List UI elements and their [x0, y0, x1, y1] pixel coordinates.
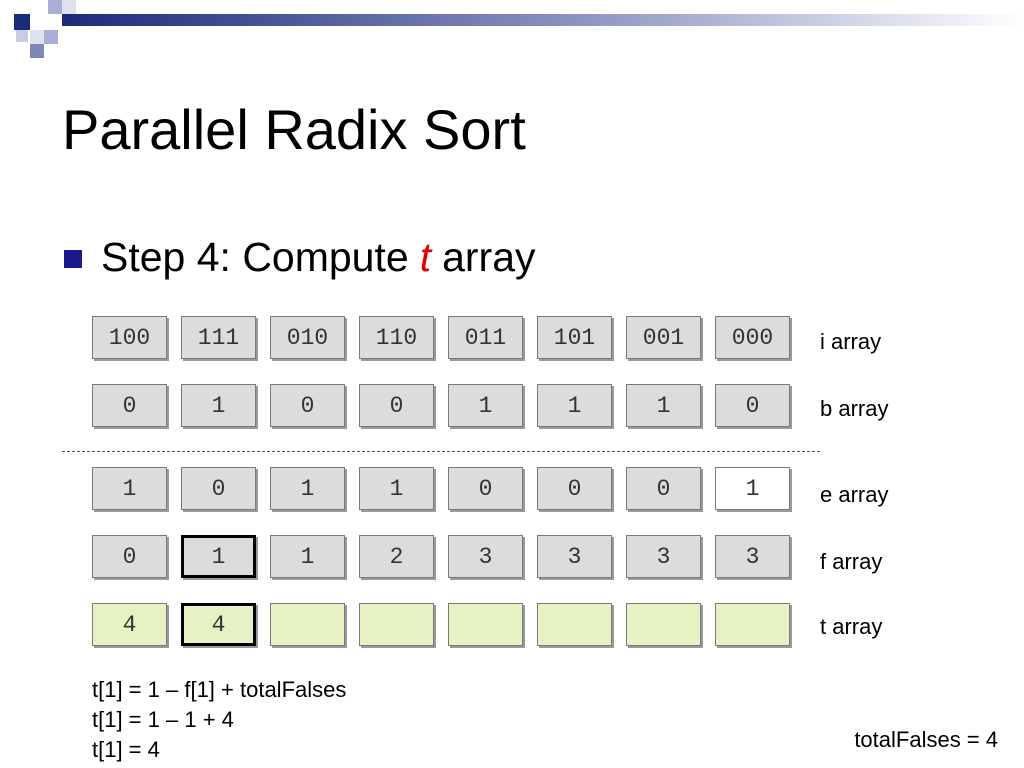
- array-cell: 011: [448, 316, 523, 359]
- array-cell: [715, 603, 790, 646]
- array-cell: 0: [359, 384, 434, 427]
- array-cell: 2: [359, 535, 434, 578]
- array-cell: 1: [270, 467, 345, 510]
- array-cell: 0: [270, 384, 345, 427]
- array-cell: 0: [448, 467, 523, 510]
- f-array-label: f array: [820, 549, 883, 574]
- array-cell: 010: [270, 316, 345, 359]
- array-cell: 1: [270, 535, 345, 578]
- bullet-variable: t: [419, 233, 432, 280]
- array-cell: 0: [92, 535, 167, 578]
- array-cell: 111: [181, 316, 256, 359]
- array-cell: 101: [537, 316, 612, 359]
- array-cell: 3: [537, 535, 612, 578]
- array-cell: 0: [715, 384, 790, 427]
- array-cell: 1: [181, 384, 256, 427]
- array-cell: 0: [181, 467, 256, 510]
- array-cell: 110: [359, 316, 434, 359]
- highlighted-array-cell: 1: [181, 535, 256, 578]
- array-cell: 1: [537, 384, 612, 427]
- array-cell: 1: [715, 467, 790, 510]
- array-cell: 1: [359, 467, 434, 510]
- array-cell: [626, 603, 701, 646]
- array-cell: 0: [537, 467, 612, 510]
- bullet-square-icon: [64, 250, 82, 268]
- i-array-label: i array: [820, 329, 882, 354]
- total-falses-note: totalFalses = 4: [854, 727, 998, 752]
- array-cell: 100: [92, 316, 167, 359]
- array-cell: 0: [92, 384, 167, 427]
- array-cell: 0: [626, 467, 701, 510]
- e-array-label: e array: [820, 482, 889, 507]
- array-cell: [448, 603, 523, 646]
- dashed-divider: [62, 451, 820, 452]
- array-cell: 3: [715, 535, 790, 578]
- array-cell: 000: [715, 316, 790, 359]
- array-cell: [537, 603, 612, 646]
- bullet-text-prefix: Step 4: Compute: [101, 233, 409, 280]
- formula-line: t[1] = 1 – f[1] + totalFalses: [92, 677, 347, 702]
- formula-line: t[1] = 1 – 1 + 4: [92, 707, 234, 732]
- formula-line: t[1] = 4: [92, 737, 160, 762]
- bullet-text-suffix: array: [442, 233, 536, 280]
- slide-title: Parallel Radix Sort: [62, 98, 526, 161]
- array-cell: 3: [626, 535, 701, 578]
- bullet-item: Step 4: Compute t array: [64, 232, 536, 282]
- b-array-label: b array: [820, 396, 889, 421]
- t-array-label: t array: [820, 614, 883, 639]
- array-cell: 3: [448, 535, 523, 578]
- array-cell: 4: [92, 603, 167, 646]
- array-cell: 1: [626, 384, 701, 427]
- header-decoration: [14, 0, 1024, 58]
- array-cell: [359, 603, 434, 646]
- array-cell: 1: [92, 467, 167, 510]
- array-cell: 1: [448, 384, 523, 427]
- array-cell: [270, 603, 345, 646]
- array-cell: 001: [626, 316, 701, 359]
- highlighted-array-cell: 4: [181, 603, 256, 646]
